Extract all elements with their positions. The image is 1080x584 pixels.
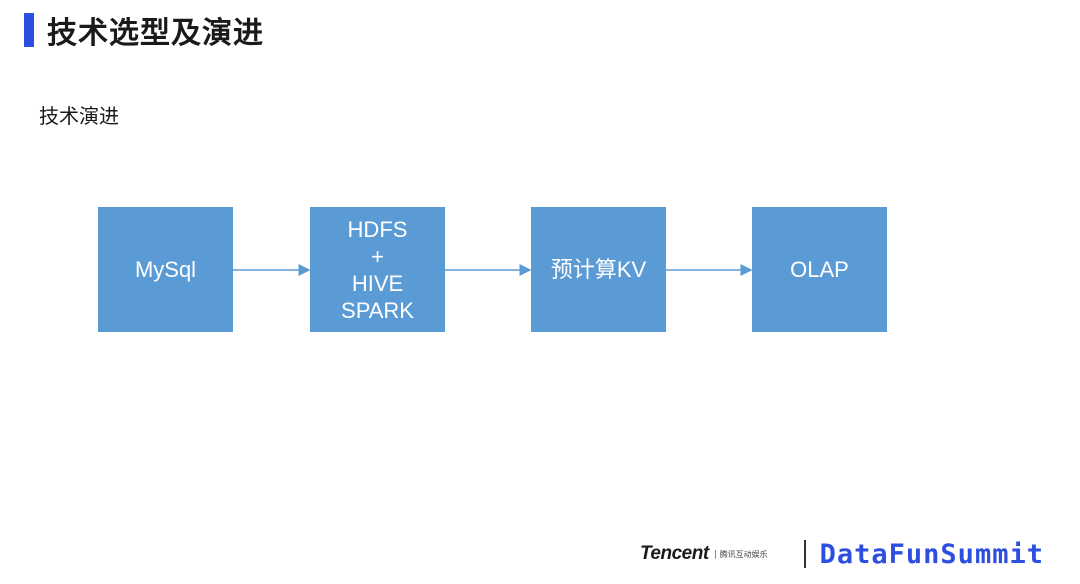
page-title: 技术选型及演进 [47, 16, 264, 51]
node-hdfs-hive-spark: HDFS + HIVE SPARK [310, 207, 445, 332]
node-label: 预计算KV [550, 257, 647, 282]
tencent-cn-label: 腾讯互动娱乐 [714, 549, 768, 559]
section-label: 技术演进 [39, 104, 119, 128]
title-accent-bar [24, 13, 34, 47]
node-label: MySql [134, 257, 197, 282]
node-label: OLAP [790, 257, 849, 282]
footer-logos: Tencent 腾讯互动娱乐 DataFunSummit [640, 536, 1044, 572]
node-label: HIVE [351, 270, 404, 296]
node-precompute-kv: 预计算KV [531, 207, 666, 332]
node-label: + [371, 243, 384, 269]
node-label: HDFS [347, 216, 408, 242]
node-mysql: MySql [98, 207, 233, 332]
footer-divider [803, 540, 806, 568]
node-label: SPARK [341, 297, 414, 323]
node-olap: OLAP [752, 207, 887, 332]
datafunsummit-logo: DataFunSummit [819, 538, 1044, 570]
tencent-logo: Tencent [640, 543, 709, 564]
